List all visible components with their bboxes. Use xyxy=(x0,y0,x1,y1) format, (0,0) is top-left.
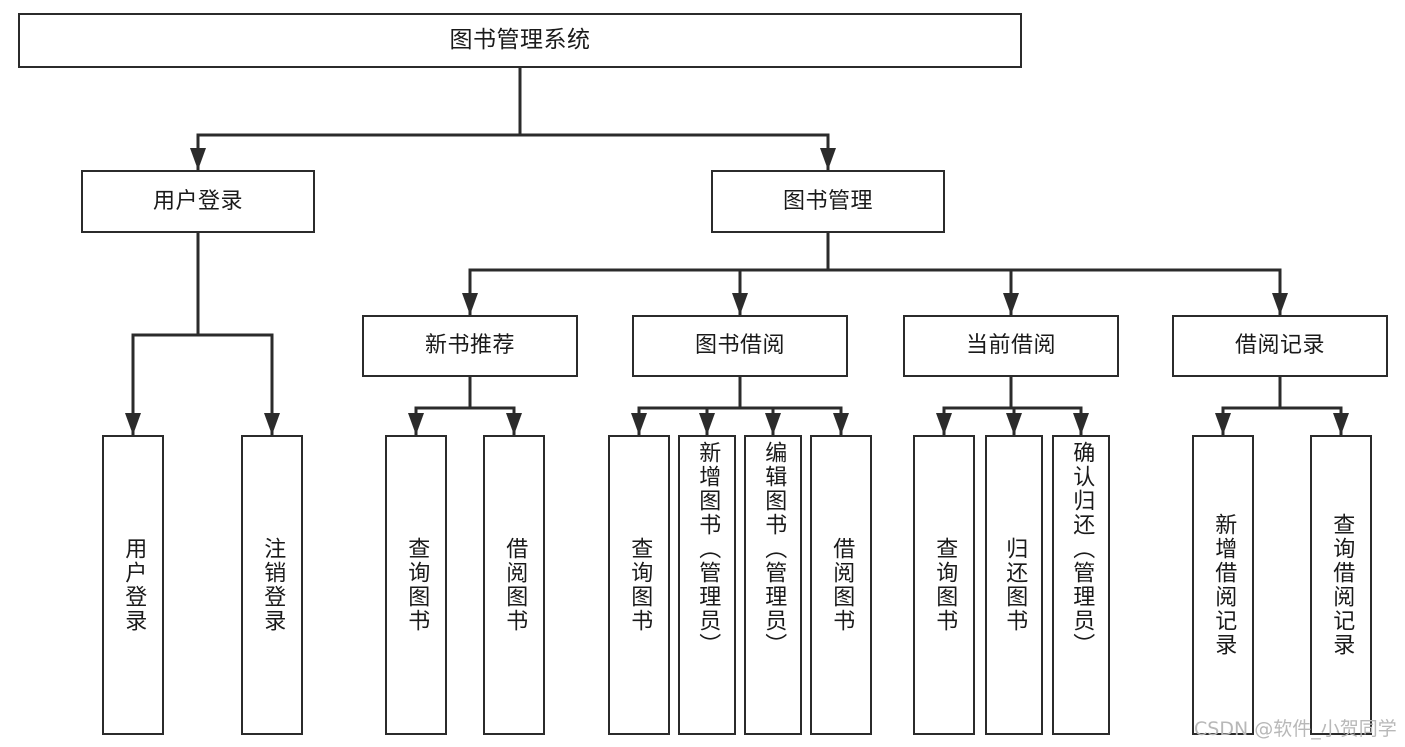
arrowhead-icon xyxy=(765,413,781,435)
arrowhead-icon xyxy=(1003,293,1019,315)
node-current[interactable]: 当前借阅 xyxy=(903,315,1119,377)
arrowhead-icon xyxy=(408,413,424,435)
node-leaf-login-1[interactable]: 用户登录 xyxy=(102,435,164,735)
node-leaf-borrow-3[interactable]: 编辑图书（管理员） xyxy=(744,435,802,735)
node-leaf-cur-3[interactable]: 确认归还（管理员） xyxy=(1052,435,1110,735)
node-leaf-borrow-2[interactable]: 新增图书（管理员） xyxy=(678,435,736,735)
node-label: 编辑图书（管理员） xyxy=(761,441,787,657)
node-label: 借阅记录 xyxy=(1234,333,1325,359)
node-borrow[interactable]: 图书借阅 xyxy=(632,315,848,377)
arrowhead-icon xyxy=(732,293,748,315)
node-label: 新增借阅记录 xyxy=(1211,513,1237,657)
node-label: 确认归还（管理员） xyxy=(1069,441,1095,657)
node-root[interactable]: 图书管理系统 xyxy=(18,13,1022,68)
arrowhead-icon xyxy=(936,413,952,435)
node-leaf-cur-1[interactable]: 查询图书 xyxy=(913,435,975,735)
node-label: 当前借阅 xyxy=(965,333,1056,359)
node-leaf-rec-1[interactable]: 新增借阅记录 xyxy=(1192,435,1254,735)
arrowhead-icon xyxy=(1333,413,1349,435)
node-leaf-borrow-1[interactable]: 查询图书 xyxy=(608,435,670,735)
arrowhead-icon xyxy=(820,148,836,170)
node-label: 新增图书（管理员） xyxy=(695,441,721,657)
node-leaf-login-2[interactable]: 注销登录 xyxy=(241,435,303,735)
arrowhead-icon xyxy=(833,413,849,435)
node-leaf-borrow-4[interactable]: 借阅图书 xyxy=(810,435,872,735)
arrowhead-icon xyxy=(190,148,206,170)
arrowhead-icon xyxy=(699,413,715,435)
node-leaf-new-2[interactable]: 借阅图书 xyxy=(483,435,545,735)
node-label: 图书借阅 xyxy=(694,333,785,359)
node-label: 图书管理系统 xyxy=(449,27,591,54)
node-label: 借阅图书 xyxy=(829,537,855,633)
node-label: 借阅图书 xyxy=(502,537,528,633)
arrowhead-icon xyxy=(125,413,141,435)
arrowhead-icon xyxy=(1215,413,1231,435)
node-label: 查询图书 xyxy=(404,537,430,633)
arrowhead-icon xyxy=(1272,293,1288,315)
node-label: 查询图书 xyxy=(627,537,653,633)
arrowhead-icon xyxy=(1006,413,1022,435)
node-label: 归还图书 xyxy=(1002,537,1028,633)
arrowhead-icon xyxy=(462,293,478,315)
arrowhead-icon xyxy=(1073,413,1089,435)
node-leaf-rec-2[interactable]: 查询借阅记录 xyxy=(1310,435,1372,735)
node-records[interactable]: 借阅记录 xyxy=(1172,315,1388,377)
node-newbook[interactable]: 新书推荐 xyxy=(362,315,578,377)
arrowhead-icon xyxy=(506,413,522,435)
node-leaf-cur-2[interactable]: 归还图书 xyxy=(985,435,1043,735)
node-leaf-new-1[interactable]: 查询图书 xyxy=(385,435,447,735)
watermark-text: CSDN @软件_小贺同学 xyxy=(1194,718,1397,740)
arrowhead-icon xyxy=(264,413,280,435)
node-label: 注销登录 xyxy=(260,537,286,633)
node-label: 用户登录 xyxy=(152,188,243,214)
node-bookmgmt[interactable]: 图书管理 xyxy=(711,170,945,233)
node-login[interactable]: 用户登录 xyxy=(81,170,315,233)
arrowhead-icon xyxy=(631,413,647,435)
node-label: 新书推荐 xyxy=(424,333,515,359)
node-label: 查询借阅记录 xyxy=(1329,513,1355,657)
node-label: 用户登录 xyxy=(121,537,147,633)
node-label: 图书管理 xyxy=(782,188,873,214)
node-label: 查询图书 xyxy=(932,537,958,633)
